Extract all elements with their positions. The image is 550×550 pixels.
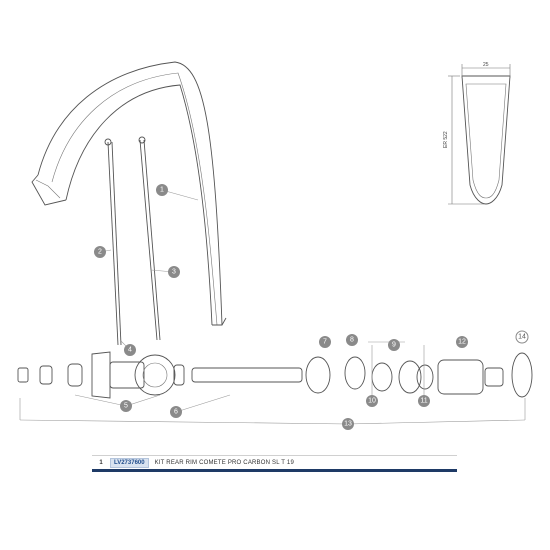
table-underline-bar <box>92 469 457 472</box>
callout-2: 2 <box>94 246 106 258</box>
svg-text:1: 1 <box>160 187 164 194</box>
part-description: KIT REAR RIM COMETE PRO CARBON SL T 19 <box>154 459 295 466</box>
profile-height-label: ER 522 <box>443 131 449 148</box>
svg-text:2: 2 <box>98 249 102 256</box>
callout-1: 1 <box>156 184 168 196</box>
callout-9: 9 <box>388 339 400 351</box>
hub-assembly <box>17 351 533 399</box>
svg-text:14: 14 <box>518 334 526 341</box>
spokes <box>104 136 161 346</box>
callout-14: 14 <box>515 330 529 344</box>
svg-text:7: 7 <box>323 339 327 346</box>
svg-text:3: 3 <box>172 269 176 276</box>
part-quantity: 1 <box>99 459 103 466</box>
svg-text:9: 9 <box>392 342 396 349</box>
svg-text:10: 10 <box>368 398 376 405</box>
callout-13: 13 <box>342 418 354 430</box>
profile-width-label: 25 <box>483 62 489 68</box>
svg-text:6: 6 <box>174 409 178 416</box>
callout-12: 12 <box>456 336 468 348</box>
leader-lines <box>19 189 526 425</box>
callout-4: 4 <box>124 344 136 356</box>
callout-7: 7 <box>319 336 331 348</box>
svg-text:5: 5 <box>124 403 128 410</box>
callout-3: 3 <box>168 266 180 278</box>
svg-text:11: 11 <box>420 398 427 405</box>
svg-text:13: 13 <box>344 421 352 428</box>
svg-text:12: 12 <box>458 339 466 346</box>
parts-table-row: 1 LV2737600 KIT REAR RIM COMETE PRO CARB… <box>92 455 457 470</box>
rim-profile: 25 ER 522 <box>443 62 511 205</box>
svg-text:4: 4 <box>128 347 132 354</box>
callout-5: 5 <box>120 400 132 412</box>
rim-section <box>31 61 227 326</box>
callout-10: 10 <box>366 395 378 407</box>
svg-text:8: 8 <box>350 337 354 344</box>
callout-8: 8 <box>346 334 358 346</box>
part-reference[interactable]: LV2737600 <box>110 457 149 468</box>
callout-6: 6 <box>170 406 182 418</box>
callout-11: 11 <box>418 395 430 407</box>
